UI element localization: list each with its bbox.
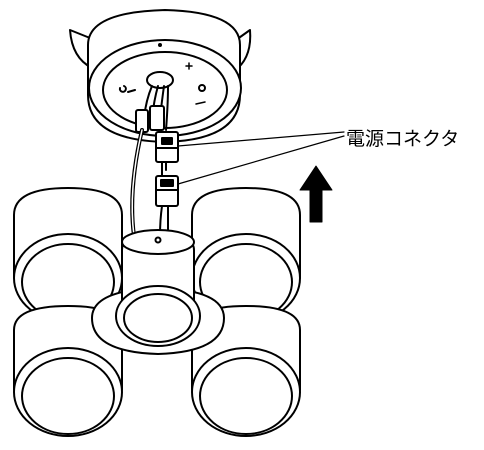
callout-leaders [177,131,345,185]
lamp-back-left [13,187,123,323]
power-connector-lower [155,175,179,237]
up-arrow-icon [299,165,333,223]
fixture-hub [91,229,225,355]
lamp-back-right [191,187,301,323]
power-connector-upper [155,131,179,171]
power-connector-label: 電源コネクタ [346,128,460,150]
ceiling-canopy [69,9,252,143]
plate-screw-right [198,84,206,92]
center-hole [146,71,174,89]
